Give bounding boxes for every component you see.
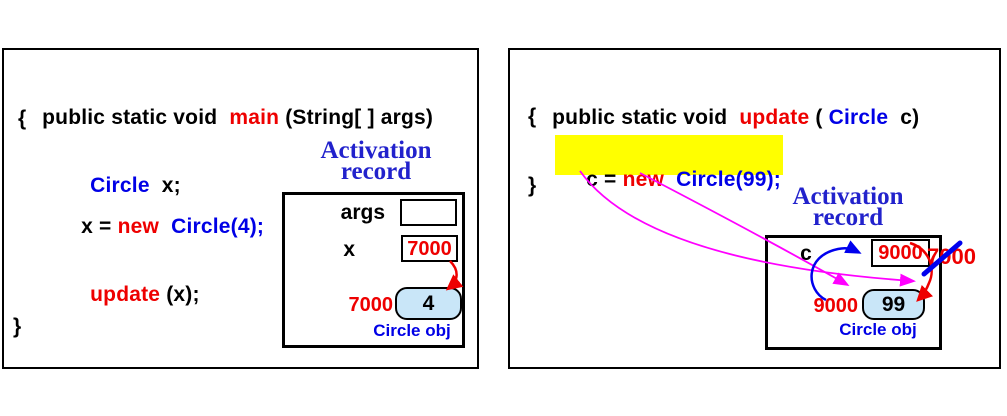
var-value-box-x: 7000 — [401, 235, 458, 262]
close-brace: } — [13, 315, 22, 338]
activation-record-title: Activation record — [767, 184, 929, 231]
object-address-label: 9000 — [813, 295, 859, 317]
main-method-signature: public static void main (String[ ] args) — [18, 82, 433, 154]
code-line-update-call: update (x); — [66, 259, 200, 331]
update-method-signature: public static void update ( Circle c) — [528, 82, 919, 154]
type-circle: Circle — [90, 174, 150, 197]
assign-c: c = — [586, 168, 623, 191]
constructor-call: Circle(4); — [159, 215, 265, 238]
var-value-box-c: 9000 — [871, 239, 930, 267]
signature-params: (String[ ] args) — [279, 106, 434, 129]
var-label-c: c — [800, 242, 812, 265]
title-line1: Activation — [320, 137, 432, 164]
object-caption: Circle obj — [839, 320, 917, 339]
keyword-new: new — [622, 168, 665, 191]
code-line-new: x = new Circle(4); — [57, 191, 264, 263]
title-line2: record — [340, 158, 412, 185]
param-type-circle: Circle — [828, 106, 889, 129]
assign-x: x = — [81, 215, 118, 238]
method-name-main: main — [229, 106, 280, 129]
keyword-new: new — [117, 215, 160, 238]
code-highlight — [555, 135, 783, 175]
open-brace: { — [528, 105, 537, 128]
method-name-update: update — [739, 106, 810, 129]
open-brace: { — [18, 107, 27, 130]
var-label-x: x — [343, 238, 355, 261]
object-caption: Circle obj — [373, 321, 451, 340]
var-x: x; — [149, 174, 181, 197]
call-update: update — [90, 283, 161, 306]
circle-object-box: 4 — [395, 287, 462, 320]
constructor-call: Circle(99); — [664, 168, 781, 191]
code-line-highlighted: c = new Circle(99); — [562, 144, 781, 216]
param-c: c) — [888, 106, 920, 129]
signature-text: public static void — [42, 106, 230, 129]
object-address-label: 7000 — [348, 294, 394, 316]
close-brace: } — [528, 174, 537, 197]
var-label-args: args — [340, 201, 385, 224]
paren: ( — [809, 106, 829, 129]
circle-object-box: 99 — [862, 289, 925, 320]
call-args: (x); — [160, 283, 200, 306]
title-line2: record — [812, 204, 884, 231]
crossed-out-old-address: 7000 — [927, 244, 976, 269]
signature-text: public static void — [552, 106, 740, 129]
code-line-declaration: Circle x; — [66, 150, 181, 222]
activation-record-title: Activation record — [296, 137, 456, 185]
var-value-box-args — [400, 199, 457, 226]
